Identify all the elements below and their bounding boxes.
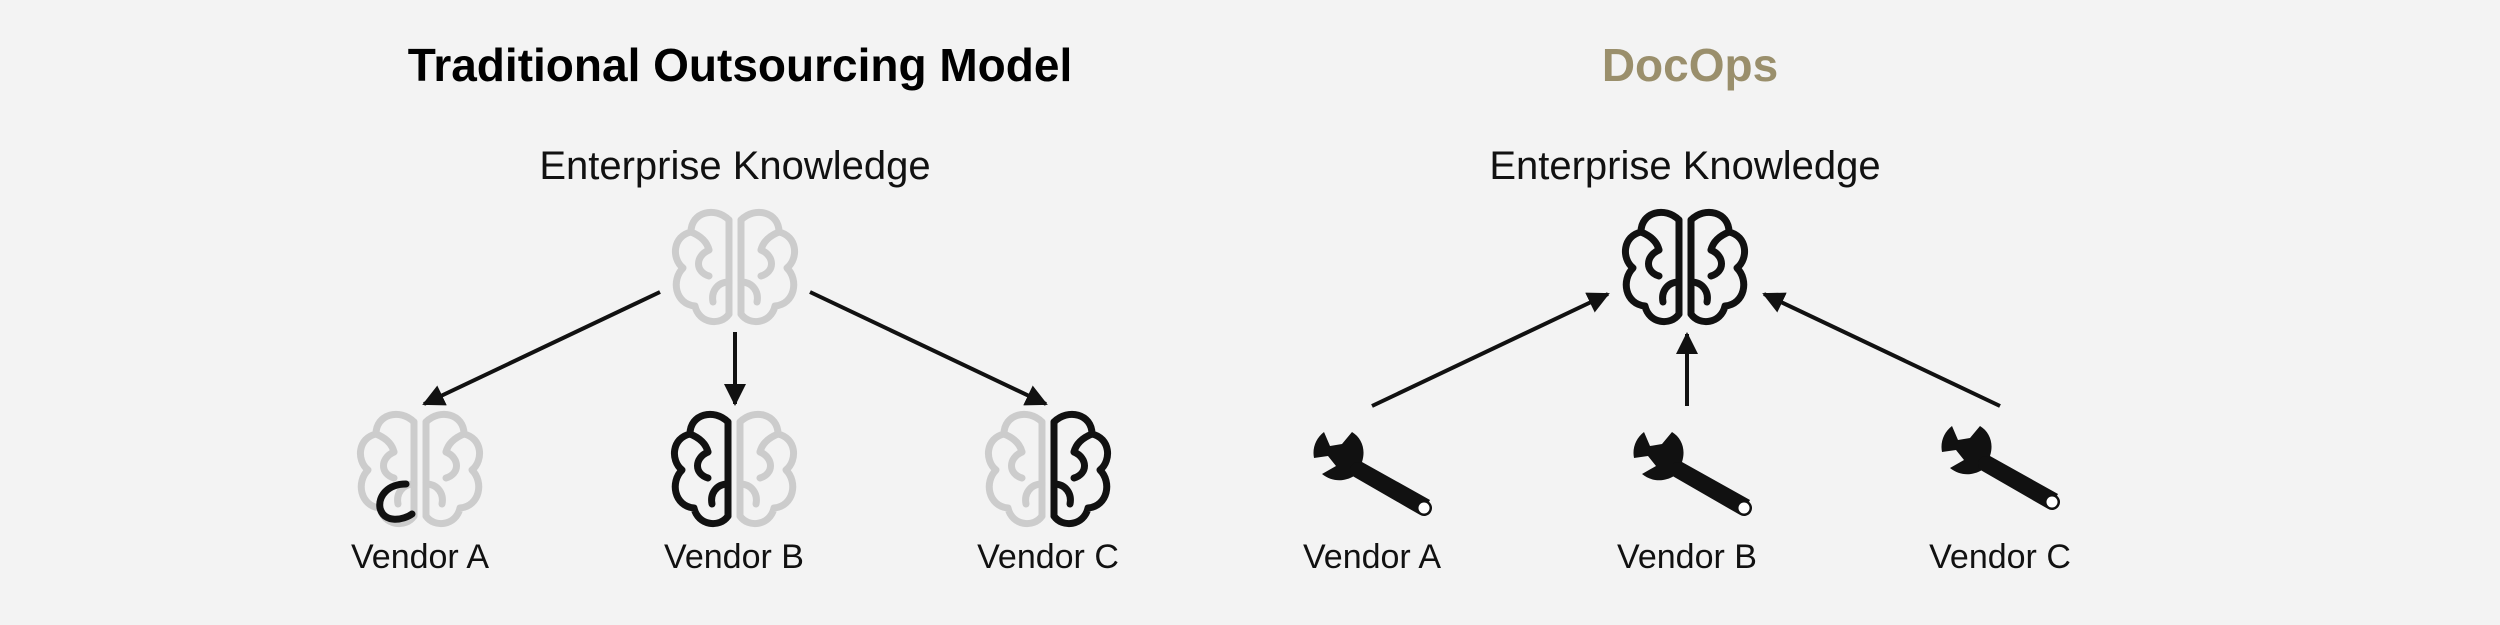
- left-vendor-c-brain-icon: [988, 414, 1107, 523]
- right-vendor-b-label: Vendor B: [1617, 538, 1757, 576]
- left-enterprise-knowledge-label: Enterprise Knowledge: [539, 144, 931, 188]
- left-vendor-b-label: Vendor B: [664, 538, 804, 576]
- right-central-brain-icon: [1625, 212, 1744, 321]
- right-vendor-b-wrench-icon: [1633, 432, 1750, 514]
- right-diagram-title: DocOps: [1601, 39, 1779, 91]
- left-vendor-a-brain-icon: [360, 414, 479, 523]
- right-vendor-a-wrench-icon: [1313, 432, 1430, 514]
- left-arrow-to-vendor-a: [422, 290, 661, 406]
- right-enterprise-knowledge-label: Enterprise Knowledge: [1489, 144, 1881, 188]
- left-vendor-b-brain-icon: [674, 414, 793, 523]
- right-vendor-a-label: Vendor A: [1302, 538, 1442, 576]
- left-diagram-title: Traditional Outsourcing Model: [407, 39, 1073, 91]
- right-vendor-c-wrench-icon: [1941, 426, 2058, 508]
- right-arrow-from-vendor-c: [1762, 292, 2001, 408]
- left-vendor-a-label: Vendor A: [350, 538, 490, 576]
- left-central-brain-icon: [675, 212, 794, 321]
- right-arrow-from-vendor-a: [1371, 292, 1610, 408]
- left-vendor-c-label: Vendor C: [977, 538, 1119, 576]
- left-arrow-to-vendor-c: [809, 290, 1048, 406]
- right-vendor-c-label: Vendor C: [1929, 538, 2071, 576]
